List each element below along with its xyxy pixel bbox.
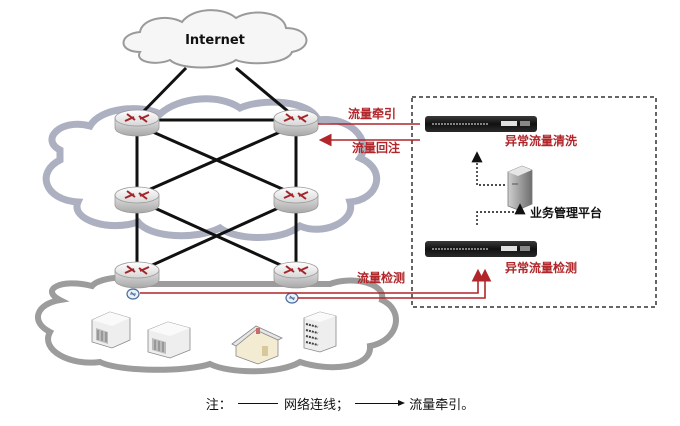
router-bottom-left-icon xyxy=(114,261,160,289)
detection-device xyxy=(425,241,537,257)
management-platform-label: 业务管理平台 xyxy=(530,205,602,220)
legend-caption: 注： 网络连线； 流量牵引。 xyxy=(0,394,680,413)
management-arrows xyxy=(471,151,526,225)
router-top-left-icon xyxy=(114,109,160,137)
management-server xyxy=(507,165,533,211)
legend-traffic-diversion: 流量牵引。 xyxy=(409,398,475,413)
router-bottom-right-icon xyxy=(273,261,319,289)
internet-label: Internet xyxy=(185,33,245,48)
legend-note-prefix: 注： xyxy=(205,398,232,413)
link-internet-top-left xyxy=(135,66,188,120)
link-internet-top-right xyxy=(235,66,297,120)
cleaning-device-label: 异常流量清洗 xyxy=(505,133,577,148)
house-icon xyxy=(231,325,283,365)
legend-network-line-sample xyxy=(237,403,278,404)
arrow-to-management xyxy=(476,203,526,225)
office-building-icon xyxy=(91,311,131,349)
traffic-diversion-label: 流量牵引 xyxy=(348,106,396,121)
traffic-reinjection-label: 流量回注 xyxy=(352,140,400,155)
router-mid-left-icon xyxy=(114,186,160,214)
traffic-detection-arrow-2 xyxy=(298,268,492,299)
detection-device-label: 异常流量检测 xyxy=(505,260,577,275)
apartment-building-icon xyxy=(303,311,337,353)
link-mid-right-bottom-left xyxy=(136,198,297,274)
link-top-right-mid-left xyxy=(136,123,297,197)
scrubbing-center-box xyxy=(411,96,657,308)
traffic-arrows xyxy=(140,123,492,299)
arrow-to-cleaning xyxy=(471,151,505,186)
router-mid-right-icon xyxy=(273,186,319,214)
legend-arrow-sample xyxy=(355,400,406,406)
factory-building-icon xyxy=(147,321,191,359)
traffic-detection-arrow-1 xyxy=(140,268,485,294)
traffic-detection-label: 流量检测 xyxy=(357,270,405,285)
legend-network-link: 网络连线； xyxy=(283,398,349,413)
port-bottom-left xyxy=(126,288,140,300)
internet-cloud: Internet xyxy=(122,9,308,69)
port-bottom-right xyxy=(285,292,299,304)
router-top-right-icon xyxy=(273,109,319,137)
cleaning-device xyxy=(425,116,537,132)
